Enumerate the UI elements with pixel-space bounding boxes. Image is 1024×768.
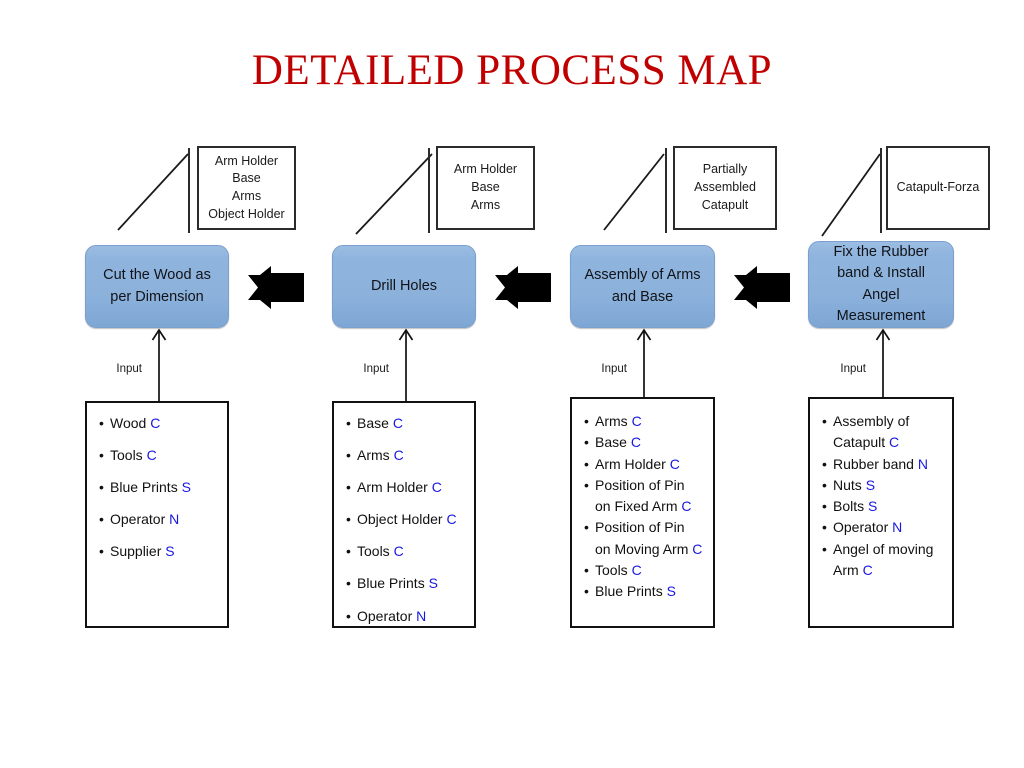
input-box-stage-2: Base C Arms C Arm Holder C Object Holder… <box>332 401 476 628</box>
list-item: Wood C <box>99 415 217 431</box>
input-label-stage-1: Input <box>116 363 142 375</box>
list-item: Bolts S <box>822 496 942 518</box>
leader-line-stage-4 <box>821 153 881 237</box>
process-label-line: Assembly of <box>584 267 664 284</box>
list-item: Base C <box>584 432 703 454</box>
list-item: Operator N <box>99 511 217 527</box>
list-item: Tools C <box>584 560 703 582</box>
input-box-stage-4: Assembly of Catapult C Rubber band N Nut… <box>808 397 954 628</box>
flow-arrow-3-to-4 <box>734 266 790 309</box>
output-line: Arm Holder <box>453 162 518 177</box>
output-line: Arms <box>231 189 262 203</box>
list-item: Angel of moving Arm C <box>822 539 942 582</box>
list-item: Supplier S <box>99 543 217 559</box>
list-item: Blue Prints S <box>99 479 217 495</box>
page-title: DETAILED PROCESS MAP <box>251 47 773 94</box>
output-line: Catapult-Forza <box>896 180 980 195</box>
list-item: Base C <box>346 415 464 431</box>
output-line: Arms <box>470 197 501 212</box>
process-label-line: Fix the Rubber <box>833 244 929 261</box>
input-arrow-stage-1 <box>151 328 167 402</box>
list-item: Arm Holder C <box>346 479 464 495</box>
input-box-stage-3: Arms C Base C Arm Holder C Position of P… <box>570 397 715 628</box>
input-label-stage-3: Input <box>601 363 627 375</box>
list-item: Assembly of Catapult C <box>822 411 942 454</box>
list-item: Blue Prints S <box>346 575 464 591</box>
list-item: Operator N <box>822 517 942 539</box>
output-connector-bar-stage-2 <box>428 148 430 233</box>
leader-line-stage-2 <box>355 153 433 235</box>
list-item: Tools C <box>346 543 464 559</box>
process-label-line: band & Install <box>837 265 925 282</box>
output-box-stage-3: Partially Assembled Catapult <box>673 146 777 230</box>
output-connector-bar-stage-1 <box>188 148 190 233</box>
process-label-line: Angel <box>862 286 900 303</box>
output-line: Object Holder <box>208 206 285 221</box>
output-line: Base <box>471 180 500 195</box>
process-label-line: Dimension <box>135 288 204 305</box>
list-item: Position of Pin on Moving Arm C <box>584 517 703 560</box>
process-box-drill-holes[interactable]: Drill Holes <box>332 245 476 328</box>
list-item: Rubber band N <box>822 454 942 476</box>
output-line: Base <box>232 171 261 186</box>
input-list-stage-4: Assembly of Catapult C Rubber band N Nut… <box>822 411 942 581</box>
output-line: Arm Holder <box>214 153 279 168</box>
list-item: Tools C <box>99 447 217 463</box>
input-label-stage-4: Input <box>840 363 866 375</box>
leader-line-stage-1 <box>117 153 189 231</box>
list-item: Nuts S <box>822 475 942 497</box>
list-item: Arms C <box>584 411 703 433</box>
process-label-line: Arms and Base <box>611 267 701 305</box>
leader-line-stage-3 <box>603 153 665 231</box>
input-list-stage-2: Base C Arms C Arm Holder C Object Holder… <box>346 415 464 624</box>
process-label-line: as per <box>110 267 211 305</box>
list-item: Position of Pin on Fixed Arm C <box>584 475 703 518</box>
output-box-stage-2: Arm Holder Base Arms <box>436 146 535 230</box>
list-item: Arm Holder C <box>584 454 703 476</box>
process-box-assembly-of-arms-and-base[interactable]: Assembly of Arms and Base <box>570 245 715 328</box>
input-list-stage-3: Arms C Base C Arm Holder C Position of P… <box>584 411 703 603</box>
process-box-cut-the-wood[interactable]: Cut the Wood as per Dimension <box>85 245 229 328</box>
input-arrow-stage-2 <box>398 328 414 402</box>
flow-arrow-2-to-3 <box>495 266 551 309</box>
output-box-stage-4: Catapult-Forza <box>886 146 990 230</box>
process-label-line: Cut the Wood <box>103 267 192 284</box>
list-item: Blue Prints S <box>584 581 703 603</box>
output-connector-bar-stage-4 <box>880 148 882 233</box>
output-connector-bar-stage-3 <box>665 148 667 233</box>
output-line: Catapult <box>701 197 749 212</box>
output-line: Partially <box>702 162 748 177</box>
list-item: Object Holder C <box>346 511 464 527</box>
list-item: Operator N <box>346 608 464 624</box>
output-line: Assembled <box>694 180 756 195</box>
process-label-line: Drill Holes <box>370 277 438 294</box>
input-box-stage-1: Wood C Tools C Blue Prints S Operator N … <box>85 401 229 628</box>
input-arrow-stage-3 <box>636 328 652 398</box>
process-label-line: Measurement <box>836 307 926 324</box>
process-box-fix-rubber-band[interactable]: Fix the Rubber band & Install Angel Meas… <box>808 241 954 328</box>
list-item: Arms C <box>346 447 464 463</box>
output-box-stage-1: Arm Holder Base Arms Object Holder <box>197 146 296 230</box>
flow-arrow-1-to-2 <box>248 266 304 309</box>
input-list-stage-1: Wood C Tools C Blue Prints S Operator N … <box>99 415 217 560</box>
input-label-stage-2: Input <box>363 363 389 375</box>
input-arrow-stage-4 <box>875 328 891 398</box>
